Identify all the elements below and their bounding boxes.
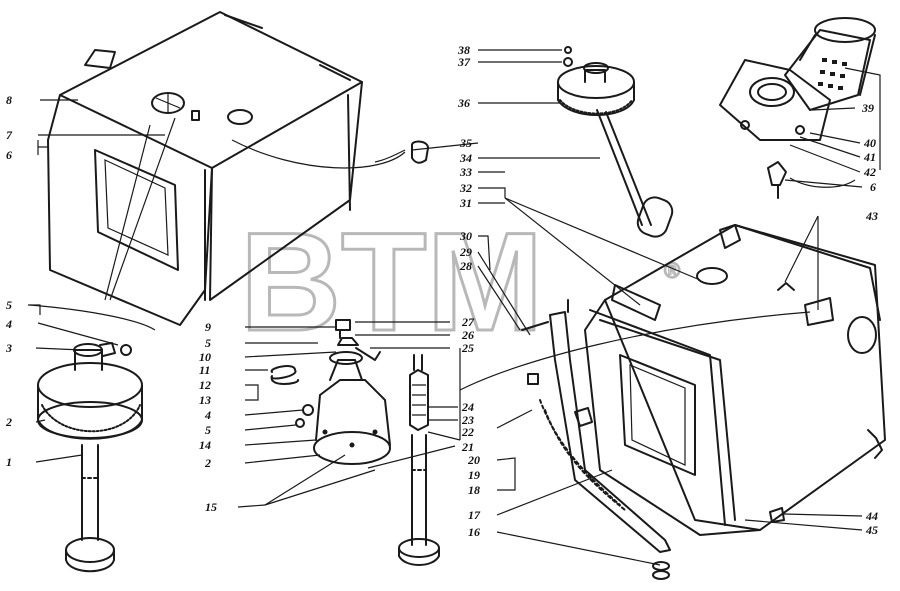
callout-3: 3: [5, 341, 12, 355]
callout-13: 13: [199, 393, 211, 407]
callout-10: 10: [199, 350, 211, 364]
watermark: BTM ®: [239, 202, 681, 362]
callout-32: 32: [459, 181, 472, 195]
callout-43: 43: [865, 209, 878, 223]
callout-25: 25: [461, 341, 474, 355]
callout-17: 17: [468, 508, 481, 522]
callout-16: 16: [468, 525, 480, 539]
callout-26: 26: [461, 328, 474, 342]
callout-44: 44: [865, 509, 878, 523]
callout-4-left: 4: [5, 317, 12, 331]
callout-36: 36: [457, 96, 470, 110]
callout-19: 19: [468, 468, 480, 482]
callout-20: 20: [467, 453, 480, 467]
leader-lines: [28, 49, 881, 566]
callout-8: 8: [6, 93, 12, 107]
callout-4-center: 4: [204, 408, 211, 422]
watermark-text: BTM: [240, 203, 543, 360]
callout-5-center: 5: [205, 336, 211, 350]
callout-35: 35: [459, 136, 472, 150]
callout-12: 12: [199, 378, 211, 392]
callout-5-left: 5: [6, 298, 12, 312]
callout-21: 21: [461, 440, 474, 454]
callout-6-right: 6: [870, 180, 876, 194]
callout-18: 18: [468, 483, 480, 497]
filler-neck-vents: [818, 58, 847, 90]
callout-labels: 8 7 6 5 4 3 2 1 9 5 10 11 12 13 4 5 14 2…: [5, 43, 878, 539]
callout-37: 37: [457, 55, 471, 69]
callout-7: 7: [6, 128, 13, 142]
callout-38: 38: [457, 43, 470, 57]
callout-28: 28: [459, 259, 472, 273]
callout-22: 22: [461, 425, 474, 439]
callout-14: 14: [199, 438, 211, 452]
callout-6-left: 6: [6, 148, 12, 162]
callout-11: 11: [199, 363, 210, 377]
callout-2-left: 2: [5, 415, 12, 429]
callout-5-lower: 5: [205, 423, 211, 437]
left-sender-unit: [29, 117, 176, 573]
callout-33: 33: [459, 165, 472, 179]
callout-27: 27: [461, 315, 475, 329]
callout-1: 1: [6, 455, 12, 469]
callout-15: 15: [205, 500, 217, 514]
right-fuel-tank: [459, 197, 886, 580]
callout-41: 41: [863, 150, 876, 164]
callout-42: 42: [863, 165, 876, 179]
callout-34: 34: [459, 151, 472, 165]
callout-39: 39: [861, 101, 874, 115]
left-fuel-tank: [47, 11, 406, 326]
callout-9: 9: [205, 320, 211, 334]
callout-31: 31: [459, 196, 472, 210]
fuel-gauge-sender: [374, 46, 674, 238]
callout-45: 45: [865, 523, 878, 537]
filler-neck-assembly: [719, 17, 876, 199]
callout-29: 29: [459, 245, 472, 259]
callout-40: 40: [863, 136, 876, 150]
center-filter-assembly: [264, 319, 440, 566]
callout-23: 23: [461, 413, 474, 427]
callout-24: 24: [461, 400, 474, 414]
callout-30: 30: [459, 229, 472, 243]
callout-2-center: 2: [204, 456, 211, 470]
